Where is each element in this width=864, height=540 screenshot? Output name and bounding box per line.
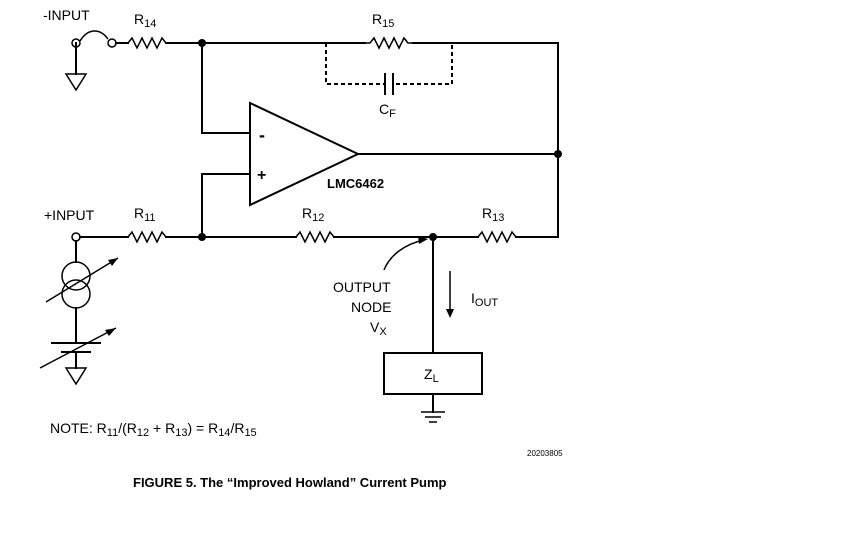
note-formula: NOTE: R11/(R12 + R13) = R14/R15 (50, 420, 257, 439)
figure-code: 20203805 (527, 449, 563, 458)
battery-variable-arrow-icon (39, 327, 117, 369)
variable-arrow-icon (45, 257, 119, 303)
neg-input-cable (79, 30, 109, 42)
pos-input-branch (71, 230, 559, 244)
variable-current-source (45, 240, 119, 344)
r13-resistor-icon (477, 230, 517, 244)
output-node-pointer (383, 239, 425, 271)
neg-input-ground-icon (64, 73, 88, 92)
opamp-label: LMC6462 (327, 176, 384, 191)
cf-optional-capacitor (325, 43, 453, 95)
opamp-triangle-icon (249, 101, 361, 207)
figure-caption: FIGURE 5. The “Improved Howland” Current… (133, 475, 447, 490)
opamp-minus-sign: - (259, 125, 265, 145)
r11-resistor-icon (127, 230, 167, 244)
opamp-lmc6462 (249, 101, 361, 207)
pos-input-terminal (71, 232, 81, 242)
cf-label: CF (379, 101, 396, 120)
r13-label: R13 (482, 205, 504, 224)
r14-label: R14 (134, 11, 156, 30)
non-inverting-input-wire (201, 173, 251, 238)
output-node-junction (429, 233, 437, 241)
pos-input-label: +INPUT (44, 207, 95, 223)
r14-resistor-icon (127, 36, 167, 50)
vx-label: VX (370, 319, 387, 338)
zl-label: ZL (424, 366, 439, 385)
node-label: NODE (351, 299, 391, 315)
inverting-input-wire (201, 42, 251, 134)
pos-input-ground-icon (64, 367, 88, 386)
opamp-plus-sign: + (257, 167, 266, 184)
current-source-circle-top-icon (61, 261, 91, 291)
r11-label: R11 (134, 205, 156, 224)
iout-label: IOUT (471, 290, 498, 309)
junction-r11-r12 (198, 233, 206, 241)
r15-label: R15 (372, 11, 394, 30)
neg-input-jack (107, 38, 117, 48)
r12-label: R12 (302, 205, 324, 224)
neg-input-branch (64, 30, 559, 92)
output-label: OUTPUT (333, 279, 391, 295)
r12-resistor-icon (295, 230, 335, 244)
variable-battery (39, 327, 117, 386)
load-ground-icon (421, 411, 445, 423)
neg-input-label: -INPUT (43, 7, 90, 23)
